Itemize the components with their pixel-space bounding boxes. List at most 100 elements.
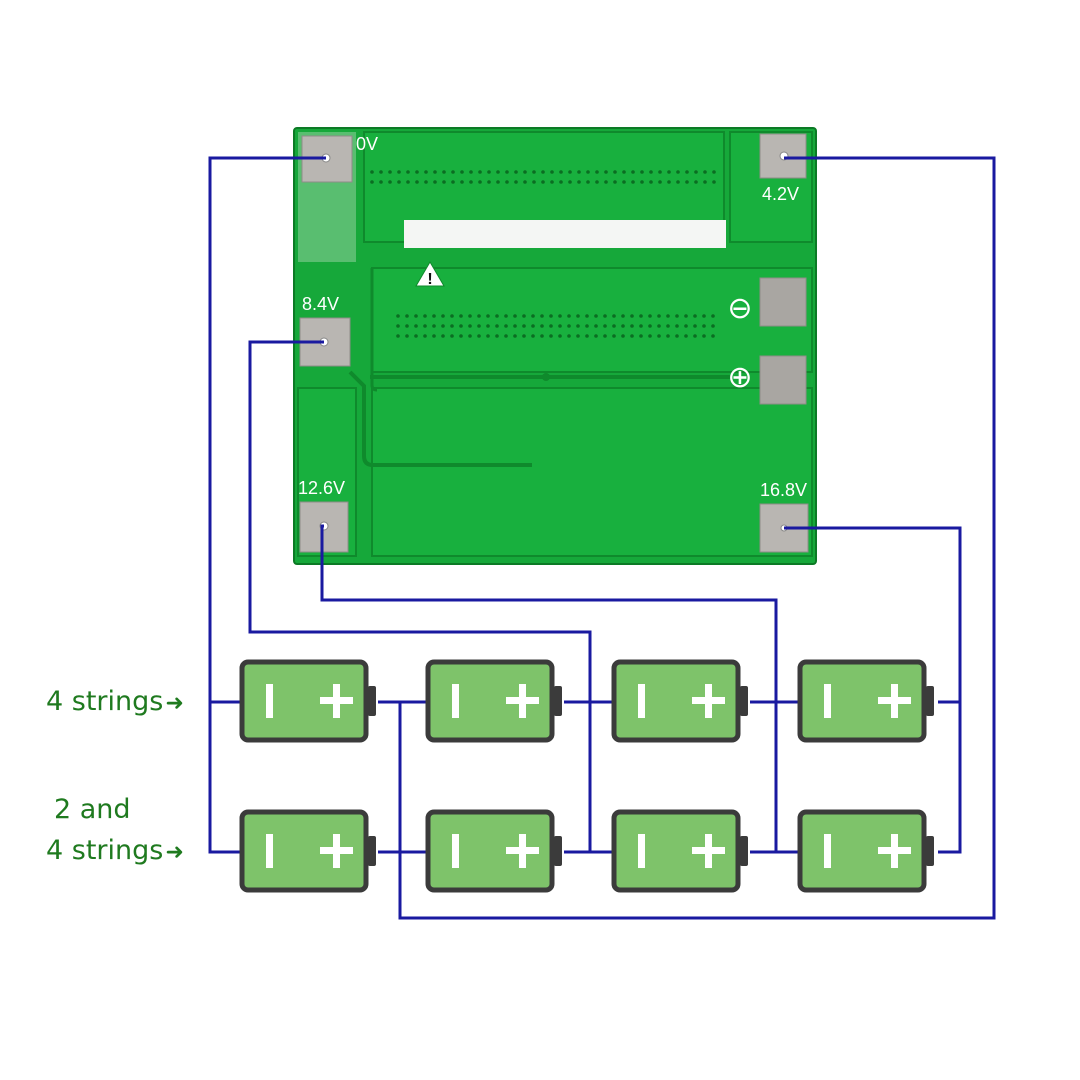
via-hole <box>477 324 481 328</box>
pad-label-0v: 0V <box>356 134 378 154</box>
via-hole <box>477 314 481 318</box>
via-hole <box>657 334 661 338</box>
via-hole <box>604 170 608 174</box>
via-hole <box>684 324 688 328</box>
via-hole <box>711 314 715 318</box>
pad-b-plus <box>759 355 807 405</box>
via-hole <box>432 334 436 338</box>
via-hole <box>549 314 553 318</box>
via-hole <box>396 314 400 318</box>
via-hole <box>442 170 446 174</box>
via-hole <box>648 324 652 328</box>
via-hole <box>666 334 670 338</box>
via-hole <box>639 334 643 338</box>
via-hole <box>649 180 653 184</box>
via-hole <box>613 170 617 174</box>
via-hole <box>712 180 716 184</box>
wire-0v <box>208 156 326 854</box>
battery-terminal <box>368 836 376 866</box>
via-hole <box>459 334 463 338</box>
battery-cell <box>239 659 376 743</box>
via-hole <box>396 334 400 338</box>
battery-minus-icon <box>638 834 645 868</box>
battery-cell <box>611 809 748 893</box>
via-hole <box>667 180 671 184</box>
battery-terminal <box>368 686 376 716</box>
row-label-4-strings: 4 strings➜ <box>46 682 184 724</box>
via-hole <box>640 180 644 184</box>
via-hole <box>424 170 428 174</box>
via-hole <box>451 180 455 184</box>
battery-minus-icon <box>452 834 459 868</box>
via-hole <box>666 324 670 328</box>
via-hole <box>423 314 427 318</box>
battery-minus-icon <box>638 684 645 718</box>
via-hole <box>504 324 508 328</box>
via-hole <box>397 170 401 174</box>
via-hole <box>406 180 410 184</box>
via-hole <box>423 334 427 338</box>
plus-symbol-icon: ⊕ <box>727 360 752 395</box>
via-hole <box>684 314 688 318</box>
via-hole <box>703 180 707 184</box>
via-hole <box>496 180 500 184</box>
via-hole <box>432 324 436 328</box>
battery-cell <box>611 659 748 743</box>
wiring <box>208 156 996 920</box>
battery-plus-bar <box>692 847 725 854</box>
via-hole <box>540 324 544 328</box>
via-hole <box>622 180 626 184</box>
via-hole <box>594 334 598 338</box>
via-hole <box>568 180 572 184</box>
battery-body <box>239 809 369 893</box>
via-hole <box>459 324 463 328</box>
via-hole <box>603 324 607 328</box>
via-hole <box>559 170 563 174</box>
row1-text: 4 strings <box>46 686 164 717</box>
via-hole <box>495 334 499 338</box>
pad-label-8v4: 8.4V <box>302 294 339 314</box>
via-hole <box>585 314 589 318</box>
via-hole <box>640 170 644 174</box>
battery-terminal <box>926 686 934 716</box>
via-hole <box>711 334 715 338</box>
via-hole <box>613 180 617 184</box>
battery-cell <box>797 809 934 893</box>
via-hole <box>631 170 635 174</box>
battery-terminal <box>926 836 934 866</box>
via-hole <box>630 334 634 338</box>
via-hole <box>585 324 589 328</box>
via-hole <box>702 334 706 338</box>
pad-label-12v6: 12.6V <box>298 478 345 498</box>
via-hole <box>711 324 715 328</box>
via-hole <box>388 170 392 174</box>
via-hole <box>603 314 607 318</box>
via-hole <box>405 324 409 328</box>
via-hole <box>514 180 518 184</box>
via-hole <box>648 334 652 338</box>
via-hole <box>514 170 518 174</box>
via-hole <box>567 334 571 338</box>
battery-cell <box>425 809 562 893</box>
via-hole <box>621 324 625 328</box>
via-hole <box>415 180 419 184</box>
via-hole <box>639 324 643 328</box>
row2-text-line2: 4 strings <box>46 835 164 866</box>
via-hole <box>486 314 490 318</box>
battery-cells <box>239 659 934 893</box>
via-hole <box>657 324 661 328</box>
arrow-right-icon: ➜ <box>165 691 184 716</box>
wire-12v6 <box>320 524 778 852</box>
via-hole <box>379 170 383 174</box>
battery-cell <box>425 659 562 743</box>
via-hole <box>487 180 491 184</box>
via-hole <box>658 180 662 184</box>
via-hole <box>469 170 473 174</box>
via-hole <box>576 334 580 338</box>
via-hole <box>441 334 445 338</box>
battery-body <box>797 659 927 743</box>
via-hole <box>595 180 599 184</box>
via-hole <box>595 170 599 174</box>
via-hole <box>450 334 454 338</box>
via-hole <box>495 314 499 318</box>
